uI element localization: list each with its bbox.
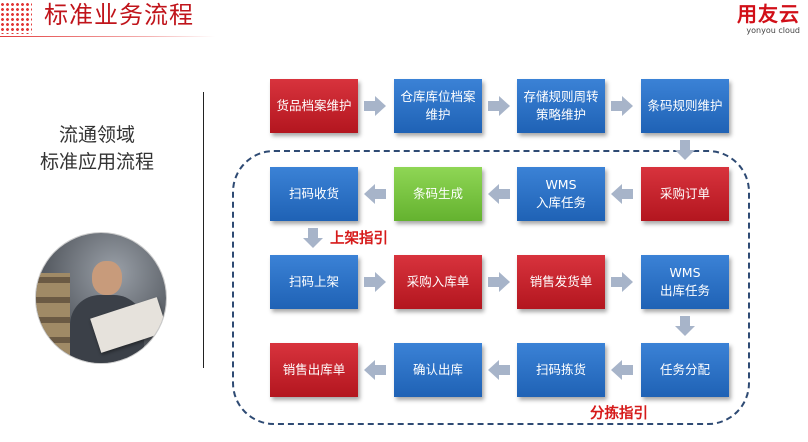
arrow-right-icon — [364, 96, 386, 116]
arrow-left-icon — [488, 184, 510, 204]
node-purchase-order: 采购订单 — [641, 167, 729, 221]
logo-text: 用友云 — [737, 2, 800, 26]
arrow-down-icon — [675, 140, 695, 160]
divider-line — [203, 92, 204, 368]
node-goods-archive: 货品档案维护 — [270, 79, 358, 133]
arrow-left-icon — [611, 184, 633, 204]
arrow-right-icon — [611, 272, 633, 292]
title-underline — [0, 36, 215, 37]
decorative-dots — [0, 2, 32, 34]
side-caption-line2: 标准应用流程 — [39, 151, 154, 173]
node-purchase-receipt: 采购入库单 — [394, 255, 482, 309]
arrow-right-icon — [611, 96, 633, 116]
node-storage-rules: 存储规则周转策略维护 — [517, 79, 605, 133]
node-sales-delivery: 销售发货单 — [517, 255, 605, 309]
arrow-down-icon — [675, 316, 695, 336]
brand-logo: 用友云 yonyou cloud — [737, 2, 800, 35]
warehouse-worker-photo — [36, 233, 166, 363]
node-barcode-rules: 条码规则维护 — [641, 79, 729, 133]
process-boundary — [232, 150, 750, 425]
arrow-down-icon — [303, 228, 323, 248]
node-scan-receive: 扫码收货 — [270, 167, 358, 221]
node-wms-outbound-task: WMS 出库任务 — [641, 255, 729, 309]
arrow-right-icon — [488, 96, 510, 116]
note-putaway-guide: 上架指引 — [330, 231, 388, 247]
arrow-left-icon — [364, 360, 386, 380]
side-caption: 流通领域 标准应用流程 — [22, 122, 172, 176]
logo-subtext: yonyou cloud — [746, 26, 800, 35]
arrow-left-icon — [611, 360, 633, 380]
node-confirm-outbound: 确认出库 — [394, 343, 482, 397]
node-wms-inbound-task: WMS 入库任务 — [517, 167, 605, 221]
node-warehouse-location-archive: 仓库库位档案维护 — [394, 79, 482, 133]
node-sales-outbound: 销售出库单 — [270, 343, 358, 397]
node-scan-putaway: 扫码上架 — [270, 255, 358, 309]
arrow-left-icon — [364, 184, 386, 204]
arrow-right-icon — [488, 272, 510, 292]
side-caption-line1: 流通领域 — [58, 124, 135, 146]
arrow-right-icon — [364, 272, 386, 292]
arrow-left-icon — [488, 360, 510, 380]
node-task-assign: 任务分配 — [641, 343, 729, 397]
node-scan-picking: 扫码拣货 — [517, 343, 605, 397]
page-title: 标准业务流程 — [44, 1, 194, 29]
note-picking-guide: 分拣指引 — [590, 406, 648, 422]
node-barcode-generate: 条码生成 — [394, 167, 482, 221]
